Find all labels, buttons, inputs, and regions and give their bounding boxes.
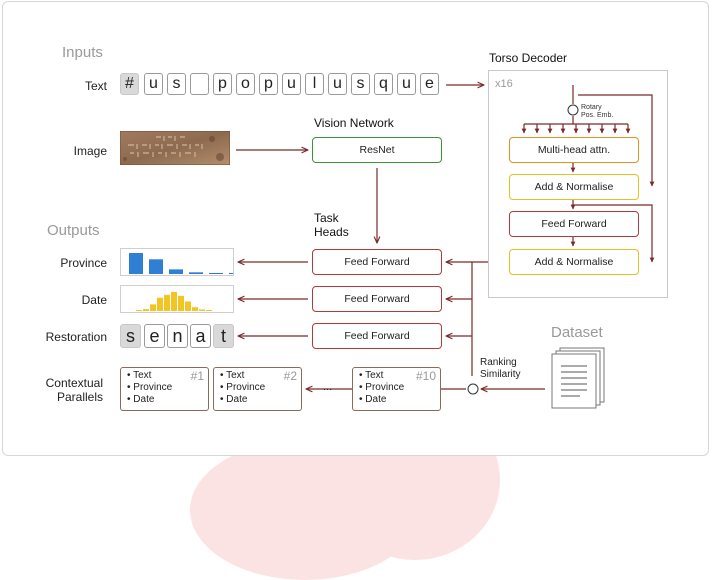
torso-residual-1 (578, 94, 655, 187)
parallel-item: Province (226, 382, 266, 393)
parallel-rank: #2 (283, 369, 297, 383)
date-bar (206, 310, 212, 311)
rotary-label-1: Rotary (581, 104, 602, 111)
input-char: # (120, 73, 139, 95)
date-bar (199, 309, 205, 311)
parallel-item: Text (365, 370, 384, 381)
input-char: u (282, 73, 301, 95)
contextual-label-1: Contextual (45, 376, 103, 390)
province-label: Province (60, 256, 107, 270)
task-heads-title-1: Task (314, 211, 339, 225)
input-char: u (397, 73, 416, 95)
parallel-item: Date (133, 394, 155, 405)
date-bar (136, 310, 142, 311)
province-bar (189, 272, 203, 274)
contextual-label-2: Parallels (56, 390, 103, 404)
input-char: l (305, 73, 324, 95)
parallel-card-1: #1 • Text • Province • Date (120, 367, 209, 411)
province-chart-svg (129, 253, 243, 274)
torso-addnorm-1: Add & Normalise (509, 174, 639, 200)
parallels-ellipsis: ... (323, 381, 333, 393)
date-bar (143, 309, 149, 311)
similarity-node (467, 383, 479, 395)
parallel-rank: #10 (415, 369, 436, 383)
input-char: s (167, 73, 186, 95)
date-bar (157, 297, 163, 311)
inscription-image (120, 131, 230, 165)
input-char: u (328, 73, 347, 95)
task-head-restoration: Feed Forward (312, 323, 442, 349)
inputs-heading: Inputs (62, 44, 103, 61)
task-head-province: Feed Forward (312, 249, 442, 275)
outputs-heading: Outputs (47, 222, 100, 239)
parallel-item: Text (133, 370, 152, 381)
rotary-node (567, 104, 579, 116)
input-char: p (259, 73, 278, 95)
ranking-label-1: Ranking (480, 357, 517, 368)
province-bar (149, 259, 163, 274)
input-char (190, 73, 209, 95)
date-bar (185, 301, 191, 311)
parallel-item: Province (365, 382, 405, 393)
province-chart (120, 248, 243, 276)
parallel-item: Text (226, 370, 245, 381)
parallel-card-10: #10 • Text • Province • Date (352, 367, 441, 411)
date-bar (164, 294, 170, 311)
task-head-date: Feed Forward (312, 286, 442, 312)
dataset-heading: Dataset (551, 324, 603, 341)
province-bar (169, 269, 183, 274)
parallel-rank: #1 (190, 369, 204, 383)
province-bar (129, 253, 143, 274)
input-char: s (351, 73, 370, 95)
torso-ff: Feed Forward (509, 211, 639, 237)
parallel-card-2: #2 • Text • Province • Date (213, 367, 302, 411)
input-char: o (236, 73, 255, 95)
ranking-label-2: Similarity (480, 369, 521, 380)
restoration-char: s (120, 324, 141, 348)
date-bar (150, 304, 156, 311)
restoration-char: n (167, 324, 188, 348)
date-chart (120, 285, 234, 313)
date-label: Date (81, 293, 107, 307)
restoration-char: t (213, 324, 234, 348)
text-label: Text (84, 79, 107, 93)
vision-network-title: Vision Network (314, 116, 394, 130)
input-char: p (213, 73, 232, 95)
torso-mha: Multi-head attn. (509, 137, 639, 163)
input-char: u (144, 73, 163, 95)
date-bar (192, 307, 198, 311)
dataset-icon (551, 347, 605, 409)
restoration-label: Restoration (45, 330, 107, 344)
torso-addnorm-2: Add & Normalise (509, 249, 639, 275)
rotary-label-2: Pos. Emb. (581, 112, 614, 119)
restoration-char: e (144, 324, 165, 348)
date-bar (171, 292, 177, 311)
date-chart-svg (136, 292, 212, 311)
torso-decoder-frame (488, 70, 668, 298)
input-char: q (374, 73, 393, 95)
torso-decoder-title: Torso Decoder (489, 51, 568, 65)
date-bar (178, 295, 184, 311)
torso-repeat: x16 (495, 78, 513, 90)
resnet-box: ResNet (312, 137, 442, 163)
connector-arrows (236, 0, 655, 395)
parallel-item: Province (133, 382, 173, 393)
torso-residual-2 (573, 204, 655, 263)
parallel-item: Date (226, 394, 248, 405)
province-bar (209, 272, 223, 274)
province-bar (229, 272, 243, 274)
restoration-char: a (190, 324, 211, 348)
task-heads-title-2: Heads (314, 225, 349, 239)
input-char: e (420, 73, 439, 95)
parallel-item: Date (365, 394, 387, 405)
image-label: Image (73, 144, 107, 158)
